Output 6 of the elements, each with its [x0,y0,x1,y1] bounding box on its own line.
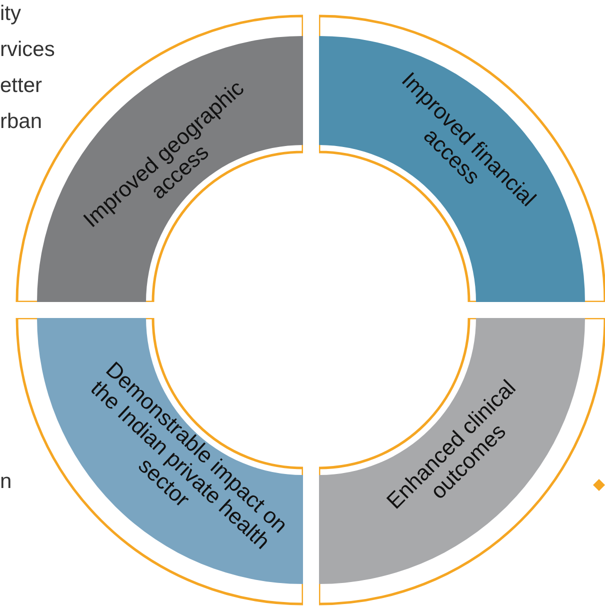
note-text: ity [0,2,21,26]
note-text: n [0,470,12,494]
note-text: etter [0,74,42,98]
ring-segment [319,318,605,606]
note-text: rvices [0,38,55,62]
note-text: rban [0,110,42,134]
